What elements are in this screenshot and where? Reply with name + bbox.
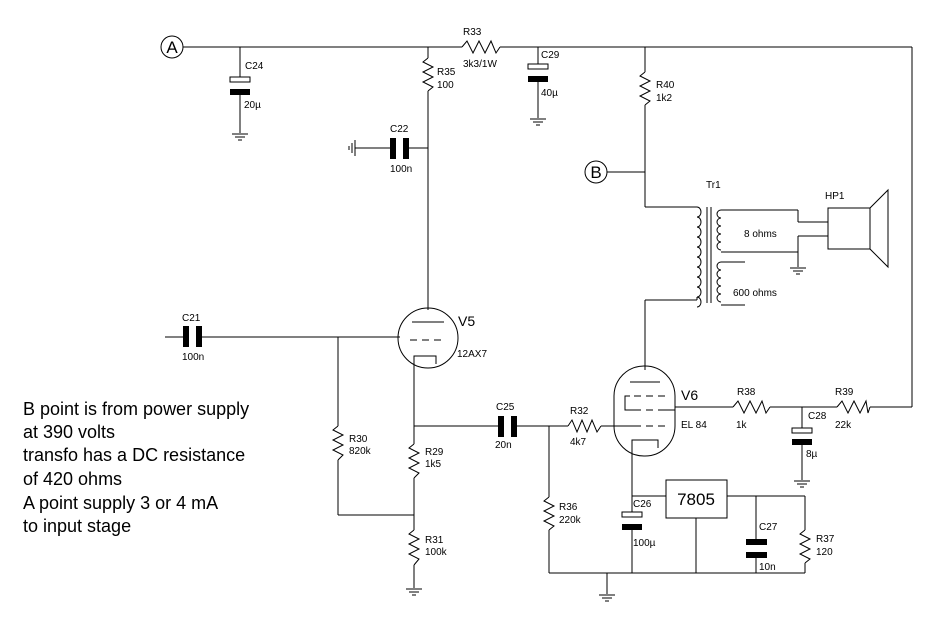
svg-text:R35: R35 (437, 67, 456, 78)
node-a: A (160, 35, 184, 59)
node-a-label: A (166, 38, 178, 57)
svg-text:R31: R31 (425, 535, 444, 546)
svg-text:C25: C25 (496, 402, 515, 413)
svg-text:R40: R40 (656, 80, 675, 91)
svg-text:of 420 ohms: of 420 ohms (23, 469, 122, 489)
svg-text:40µ: 40µ (541, 88, 558, 99)
svg-text:4k7: 4k7 (570, 437, 587, 448)
svg-text:Tr1: Tr1 (706, 180, 721, 191)
svg-text:R36: R36 (559, 502, 578, 513)
svg-text:C27: C27 (759, 522, 778, 533)
capacitor-c22: C22 100n (348, 124, 412, 175)
svg-text:HP1: HP1 (825, 191, 845, 202)
svg-text:100n: 100n (182, 352, 204, 363)
svg-text:R32: R32 (570, 406, 589, 417)
resistor-r39: R39 22k (835, 387, 871, 431)
svg-text:1k: 1k (736, 420, 748, 431)
capacitor-c26: C26 100µ (621, 499, 656, 549)
capacitor-c27: C27 10n (746, 496, 778, 573)
svg-text:V6: V6 (681, 387, 698, 403)
svg-text:12AX7: 12AX7 (457, 349, 487, 360)
svg-text:100: 100 (437, 80, 454, 91)
svg-text:C26: C26 (633, 499, 652, 510)
svg-text:100n: 100n (390, 164, 412, 175)
svg-text:10n: 10n (759, 562, 776, 573)
svg-text:600 ohms: 600 ohms (733, 288, 777, 299)
svg-text:120: 120 (816, 547, 833, 558)
svg-text:220k: 220k (559, 515, 582, 526)
svg-text:C21: C21 (182, 313, 201, 324)
svg-text:B point is from power supply: B point is from power supply (23, 399, 249, 419)
svg-text:C29: C29 (541, 50, 560, 61)
transformer-tr1: Tr1 8 ohms 600 ohms (644, 180, 828, 370)
svg-text:transfo has a DC resistance: transfo has a DC resistance (23, 445, 245, 465)
capacitor-c28: C28 8µ (791, 407, 827, 488)
svg-text:R39: R39 (835, 387, 854, 398)
svg-text:20µ: 20µ (244, 100, 261, 111)
wires-v5-cathode (338, 370, 498, 596)
svg-text:22k: 22k (835, 420, 852, 431)
capacitor-c29: C29 40µ (527, 47, 560, 126)
resistor-r35: R35 100 (421, 47, 456, 92)
wires-top (183, 46, 913, 408)
svg-text:V5: V5 (458, 313, 475, 329)
svg-text:R29: R29 (425, 447, 444, 458)
svg-text:R37: R37 (816, 534, 835, 545)
svg-text:C22: C22 (390, 124, 409, 135)
resistor-r29: R29 1k5 (407, 443, 444, 479)
capacitor-c25: C25 20n (495, 402, 568, 451)
svg-text:7805: 7805 (677, 490, 715, 509)
svg-text:R38: R38 (737, 387, 756, 398)
resistor-r37: R37 120 (798, 496, 835, 573)
resistor-r32: R32 4k7 (567, 406, 615, 448)
svg-text:820k: 820k (349, 446, 372, 457)
resistor-r30: R30 820k (331, 337, 372, 515)
svg-text:20n: 20n (495, 440, 512, 451)
wires-v5-plate (410, 91, 429, 310)
notes-block: B point is from power supply at 390 volt… (23, 399, 249, 536)
resistor-r31: R31 100k (407, 529, 448, 566)
resistor-r36: R36 220k (542, 426, 582, 573)
svg-text:C28: C28 (808, 411, 827, 422)
node-b: B (584, 160, 645, 184)
tube-v6: V6 EL 84 (613, 365, 707, 457)
svg-text:100k: 100k (425, 547, 448, 558)
svg-text:at 390 volts: at 390 volts (23, 422, 115, 442)
svg-text:3k3/1W: 3k3/1W (463, 59, 497, 70)
svg-text:to input stage: to input stage (23, 516, 131, 536)
svg-text:8 ohms: 8 ohms (744, 229, 777, 240)
svg-text:R30: R30 (349, 434, 368, 445)
regulator-7805: 7805 (665, 479, 728, 519)
node-b-label: B (590, 163, 601, 182)
speaker-hp1: HP1 (825, 188, 889, 269)
capacitor-c21: C21 100n (165, 313, 400, 363)
wires-v6-cathode (549, 456, 805, 602)
svg-text:C24: C24 (245, 61, 264, 72)
resistor-r38: R38 1k (732, 387, 771, 431)
tube-v5: V5 12AX7 (397, 307, 487, 370)
svg-text:100µ: 100µ (633, 538, 656, 549)
svg-text:EL 84: EL 84 (681, 420, 707, 431)
svg-text:A point supply 3 or 4 mA: A point supply 3 or 4 mA (23, 493, 218, 513)
svg-text:1k2: 1k2 (656, 93, 673, 104)
svg-text:8µ: 8µ (806, 449, 818, 460)
svg-text:R33: R33 (463, 27, 482, 38)
resistor-r33: R33 3k3/1W (461, 27, 501, 70)
capacitor-c24: C24 20µ (229, 47, 264, 141)
svg-text:1k5: 1k5 (425, 459, 442, 470)
resistor-r40: R40 1k2 (638, 47, 675, 207)
